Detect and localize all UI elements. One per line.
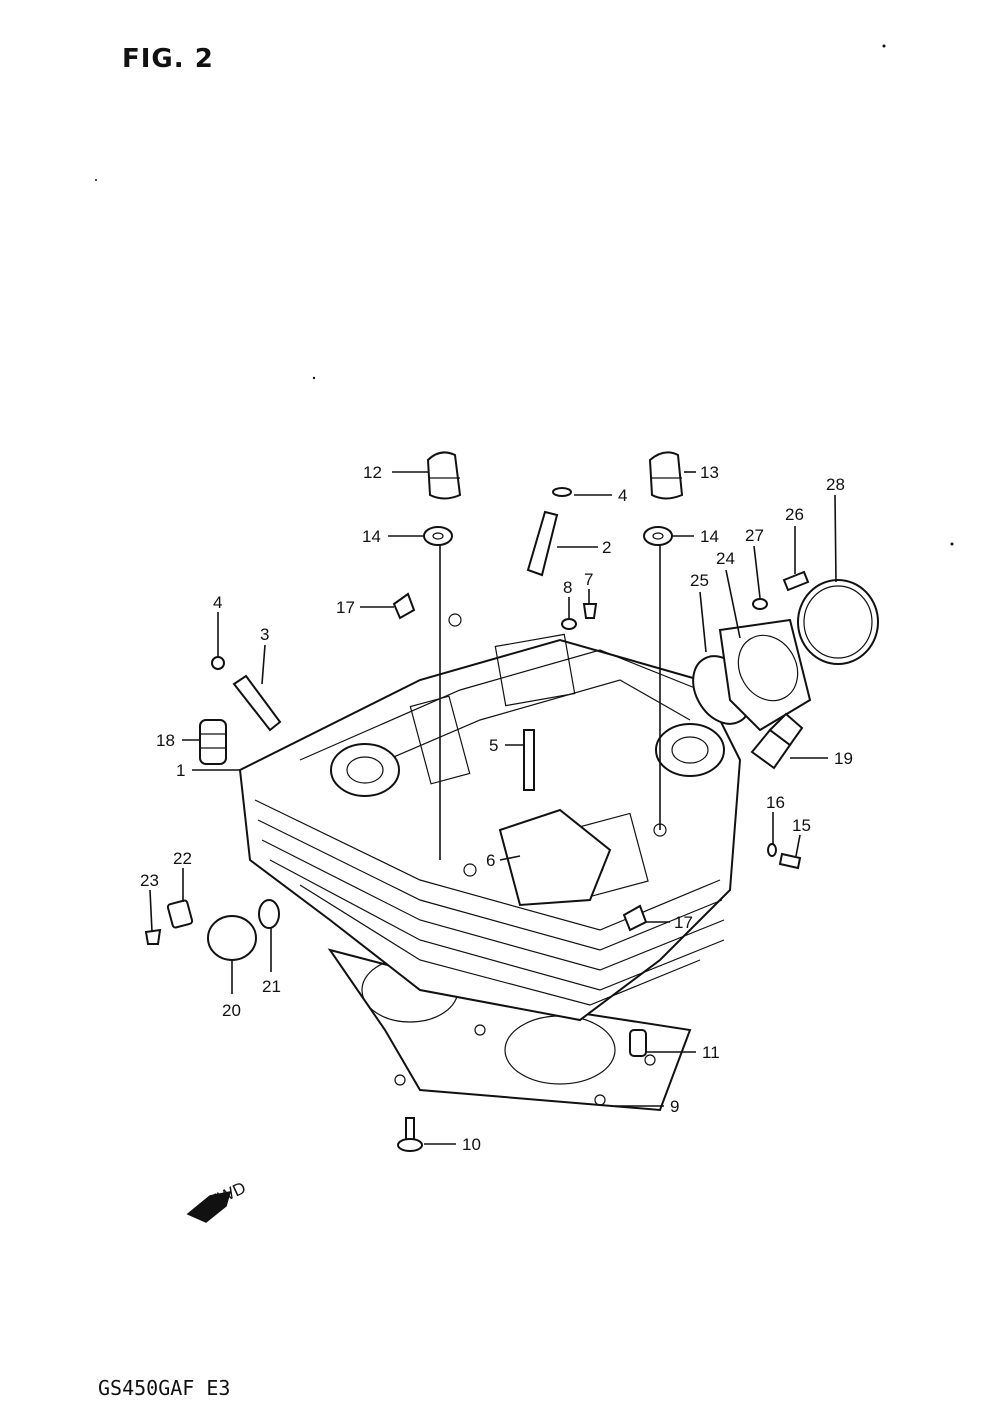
nut-27 [752, 598, 768, 610]
callout-6: 6 [486, 851, 495, 870]
dowel-11 [629, 1029, 647, 1057]
callout-26: 26 [785, 505, 804, 524]
stud-5 [523, 729, 535, 791]
plug-18 [199, 719, 227, 765]
washer-8 [561, 618, 577, 630]
model-code: GS450GAF E3 [98, 1376, 231, 1400]
callout-19: 19 [834, 749, 853, 768]
intake-pipe-24 [718, 618, 812, 732]
callout-1: 1 [176, 761, 185, 780]
plug-17-top [392, 592, 416, 620]
callout-labels: 12 13 4 14 14 2 28 26 27 24 25 8 7 17 4 … [140, 463, 853, 1154]
leader-lines [149, 471, 837, 1145]
callout-5: 5 [489, 736, 498, 755]
gasket-21 [258, 899, 280, 929]
o-ring-4-left [211, 656, 225, 670]
plug-20 [207, 915, 257, 961]
callout-9: 9 [670, 1097, 679, 1116]
figure-title: FIG. 2 [122, 44, 214, 74]
callout-12: 12 [363, 463, 382, 482]
washer-16 [767, 843, 777, 857]
callout-15: 15 [792, 816, 811, 835]
spark-plug-19 [750, 712, 804, 770]
callout-24: 24 [716, 549, 735, 568]
callout-11: 11 [702, 1043, 720, 1062]
callout-18: 18 [156, 731, 175, 750]
callout-4-top: 4 [618, 486, 627, 505]
clamp-28 [797, 579, 879, 665]
fwd-arrow-icon: FWD [186, 1178, 249, 1223]
callout-2: 2 [602, 538, 611, 557]
cap-nut-12 [426, 451, 462, 500]
callout-27: 27 [745, 526, 764, 545]
callout-17-top: 17 [336, 598, 355, 617]
callout-10: 10 [462, 1135, 481, 1154]
washer-14-left [423, 526, 453, 546]
bolt-15 [778, 852, 802, 870]
valve-guide-2 [526, 510, 559, 577]
callout-20: 20 [222, 1001, 241, 1020]
cap-nut-13 [648, 451, 684, 500]
callout-23: 23 [140, 871, 159, 890]
bolt-23 [144, 928, 162, 945]
callout-21: 21 [262, 977, 281, 996]
cam-holder-6 [498, 808, 612, 907]
washer-14-right [643, 526, 673, 546]
bolt-7 [582, 603, 598, 619]
valve-guide-3 [232, 674, 282, 732]
callout-25: 25 [690, 571, 709, 590]
cylinder-head [238, 613, 742, 1022]
bolt-26 [782, 570, 810, 592]
callout-8: 8 [563, 578, 572, 597]
callout-14-left: 14 [362, 527, 381, 546]
callout-16: 16 [766, 793, 785, 812]
callout-4-left: 4 [213, 593, 222, 612]
fwd-label: FWD [206, 1178, 249, 1212]
bolt-10 [397, 1117, 423, 1152]
nut-22 [166, 899, 194, 929]
callout-3: 3 [260, 625, 269, 644]
callout-13: 13 [700, 463, 719, 482]
callout-28: 28 [826, 475, 845, 494]
callout-7: 7 [584, 570, 593, 589]
callout-22: 22 [173, 849, 192, 868]
callout-17-bottom: 17 [674, 913, 693, 932]
callout-14-right: 14 [700, 527, 719, 546]
o-ring-4-top [552, 487, 572, 497]
